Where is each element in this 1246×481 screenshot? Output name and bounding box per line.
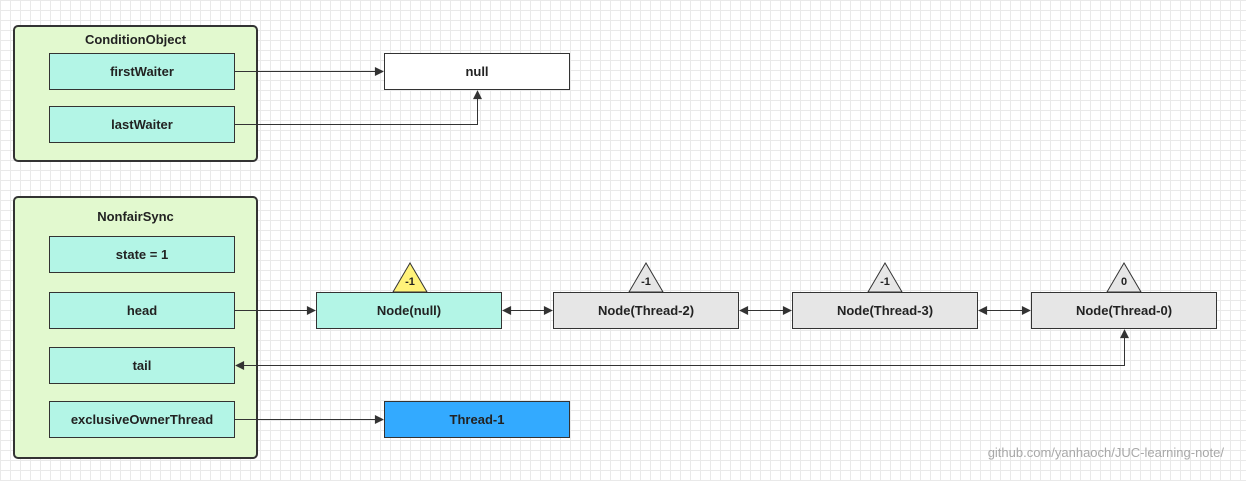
nonfair-sync-title: NonfairSync <box>97 209 174 224</box>
last-waiter-arrow <box>235 90 482 125</box>
first-waiter-field: firstWaiter <box>49 53 235 90</box>
last-waiter-field: lastWaiter <box>49 106 235 143</box>
exclusive-owner-thread-field: exclusiveOwnerThread <box>49 401 235 438</box>
status-triangle-node-null <box>392 262 428 293</box>
owner-thread-box: Thread-1 <box>384 401 570 438</box>
tail-field: tail <box>49 347 235 384</box>
status-triangle-thread-3 <box>867 262 903 293</box>
queue-node-thread-3: Node(Thread-3) <box>792 292 978 329</box>
condition-object-title: ConditionObject <box>84 32 187 47</box>
state-field: state = 1 <box>49 236 235 273</box>
queue-node-thread-0: Node(Thread-0) <box>1031 292 1217 329</box>
status-triangle-thread-0 <box>1106 262 1142 293</box>
wait-status-node-null: -1 <box>405 276 415 288</box>
tail-arrow <box>235 329 1129 370</box>
source-watermark: github.com/yanhaoch/JUC-learning-note/ <box>987 445 1224 460</box>
wait-status-thread-3: -1 <box>880 276 890 288</box>
wait-status-thread-0: 0 <box>1120 276 1128 288</box>
status-triangle-thread-2 <box>628 262 664 293</box>
wait-status-thread-2: -1 <box>641 276 651 288</box>
head-field: head <box>49 292 235 329</box>
null-box: null <box>384 53 570 90</box>
queue-node-head: Node(null) <box>316 292 502 329</box>
